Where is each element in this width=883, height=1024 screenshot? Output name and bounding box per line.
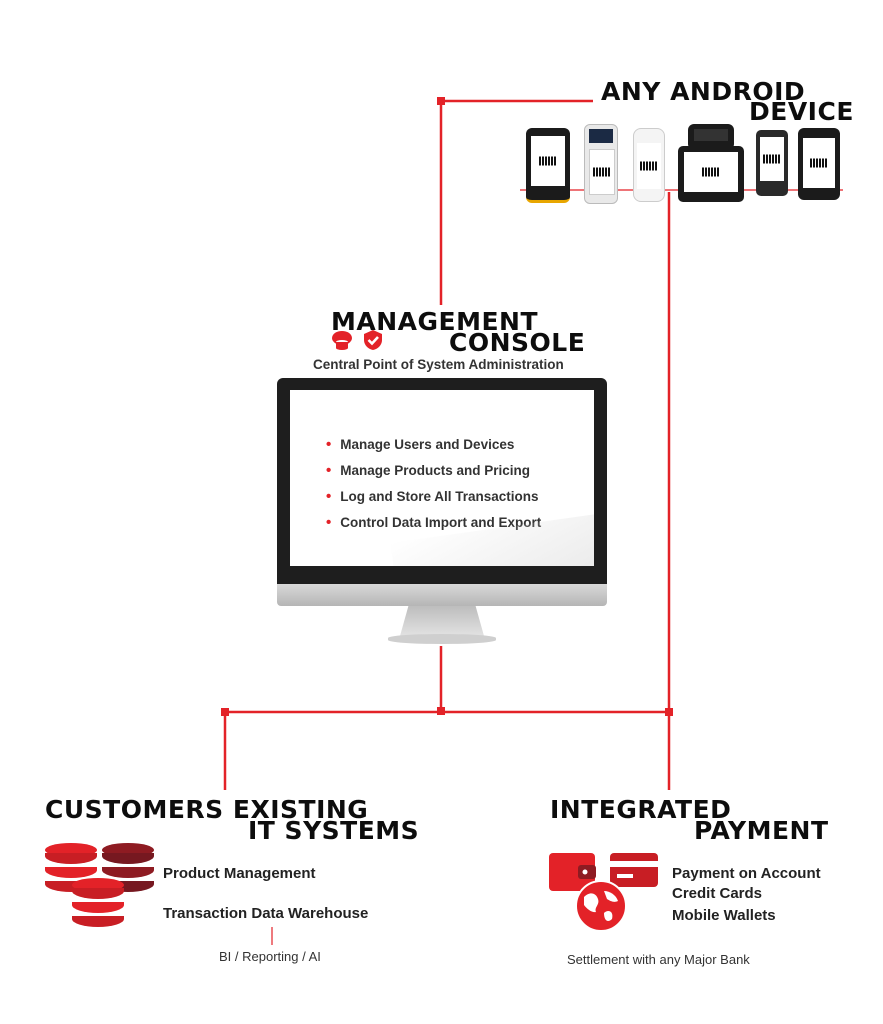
android-device-2 [584, 124, 618, 204]
customers-transaction-warehouse: Transaction Data Warehouse [163, 905, 369, 922]
barcode-icon [640, 161, 658, 171]
barcode-icon [702, 167, 720, 177]
console-title-line2: CONSOLE [449, 328, 586, 357]
android-title-line2: DEVICE [749, 97, 854, 126]
monitor-screen: Manage Users and Devices Manage Products… [290, 390, 594, 566]
monitor-chin [277, 584, 607, 606]
customers-title-line1: CUSTOMERS EXISTING [45, 795, 369, 824]
monitor-base [388, 634, 496, 644]
payment-mobile-wallets: Mobile Wallets [672, 907, 776, 924]
globe-icon [575, 880, 627, 932]
horizontal-bus-line [223, 710, 669, 790]
feature-log-transactions: Log and Store All Transactions [326, 488, 541, 505]
barcode-icon [763, 154, 781, 164]
payment-on-account: Payment on Account [672, 865, 821, 882]
feature-manage-products: Manage Products and Pricing [326, 462, 541, 479]
android-device-3 [633, 128, 665, 202]
credit-card-icon [610, 853, 658, 887]
feature-data-import-export: Control Data Import and Export [326, 514, 541, 531]
customers-title-line2: IT SYSTEMS [248, 816, 420, 845]
payment-credit-cards: Credit Cards [672, 885, 763, 902]
barcode-icon [810, 158, 828, 168]
barcode-icon [539, 156, 557, 166]
console-feature-list: Manage Users and Devices Manage Products… [326, 436, 541, 540]
wallet-icon [549, 853, 596, 891]
console-title-line1: MANAGEMENT [331, 307, 539, 336]
cloud-database-icon [332, 331, 352, 350]
feature-manage-users: Manage Users and Devices [326, 436, 541, 453]
console-to-android-line [439, 99, 593, 305]
android-device-1 [526, 128, 570, 203]
barcode-icon [593, 167, 611, 177]
payment-title-line2: PAYMENT [694, 816, 829, 845]
payment-settlement-note: Settlement with any Major Bank [567, 952, 750, 967]
customers-bi-reporting: BI / Reporting / AI [219, 949, 321, 964]
android-device-6 [798, 128, 840, 200]
console-subtitle: Central Point of System Administration [313, 357, 564, 372]
customers-product-management: Product Management [163, 865, 316, 882]
payment-title-line1: INTEGRATED [550, 795, 732, 824]
android-device-4-printer [688, 124, 734, 150]
android-title-line1: ANY ANDROID [601, 77, 806, 106]
shield-check-icon [364, 330, 382, 350]
monitor-stand [400, 606, 484, 636]
android-device-5 [756, 130, 788, 196]
android-device-4 [678, 146, 744, 202]
